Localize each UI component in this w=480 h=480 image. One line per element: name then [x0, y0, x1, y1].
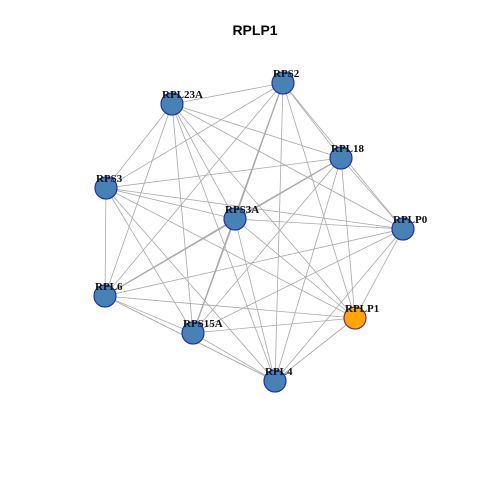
edge-rpl18-rplp0: [340, 157, 404, 230]
edge-rpl23a-rpl6: [104, 103, 173, 297]
edge-rpl18-rpl4: [274, 157, 342, 382]
node-label-rpl4: RPL4: [265, 366, 293, 378]
edge-rps3a-rplp1: [234, 218, 356, 319]
edge-rps3a-rpl4: [234, 218, 276, 382]
node-rplp0[interactable]: [391, 217, 415, 241]
edge-rps2-rpl18: [282, 82, 342, 159]
node-label-rpl18: RPL18: [331, 143, 365, 155]
edge-rplp0-rplp1: [354, 228, 404, 319]
node-rpl23a[interactable]: [160, 92, 184, 116]
edge-rplp1-rpl4: [274, 317, 356, 382]
edge-rps2-rps3: [105, 82, 284, 189]
node-rps3a[interactable]: [223, 207, 247, 231]
edge-rps15a-rplp1: [192, 317, 356, 334]
edge-rps2-rpl6: [104, 82, 284, 297]
edge-rpl23a-rplp1: [171, 103, 356, 319]
node-rps2[interactable]: [271, 71, 295, 95]
edge-rpl23a-rps15a: [171, 103, 194, 334]
node-rpl6[interactable]: [93, 284, 117, 308]
edge-rpl6-rps15a: [104, 295, 194, 334]
edge-rpl18-rps3: [105, 157, 342, 189]
edge-rpl23a-rps3: [105, 103, 173, 189]
node-label-rps2: RPS2: [273, 68, 300, 80]
node-label-rps3: RPS3: [96, 173, 123, 185]
edge-rps3-rps3a: [105, 187, 236, 220]
node-rpl4[interactable]: [263, 369, 287, 393]
edge-rplp0-rpl6: [104, 228, 404, 297]
edge-rpl18-rplp1: [340, 157, 356, 319]
edge-rps2-rpl23a: [171, 82, 284, 105]
edge-rps15a-rpl4: [192, 332, 276, 382]
edge-rps2-rpl4: [274, 82, 284, 382]
node-rpl18[interactable]: [329, 146, 353, 170]
node-layer: [93, 71, 415, 393]
edge-rps3-rpl4: [105, 187, 276, 382]
node-label-rps3a: RPS3A: [225, 204, 259, 216]
edge-rpl23a-rplp0: [171, 103, 404, 230]
edge-rplp0-rps15a: [192, 228, 404, 334]
node-label-rplp1: RPLP1: [345, 303, 379, 315]
node-label-rpl6: RPL6: [95, 281, 123, 293]
edge-rps3-rps15a: [105, 187, 194, 334]
edge-rpl23a-rpl4: [171, 103, 276, 382]
node-rplp1[interactable]: [343, 306, 367, 330]
edge-rpl23a-rps3a: [171, 103, 236, 220]
edge-rpl6-rpl18: [104, 157, 342, 297]
edge-rps2-rplp1: [282, 82, 356, 319]
edge-rps3a-rplp0: [234, 218, 404, 230]
edge-rpl23a-rpl18: [171, 103, 342, 159]
node-label-rpl23a: RPL23A: [162, 89, 203, 101]
edge-rpl6-rplp1: [104, 295, 356, 319]
node-label-rps15a: RPS15A: [183, 318, 223, 330]
edge-rps3-rplp1: [105, 187, 356, 319]
edge-layer: [104, 82, 404, 382]
edge-rplp0-rpl4: [274, 228, 404, 382]
node-rps15a[interactable]: [181, 321, 205, 345]
node-rps3[interactable]: [94, 176, 118, 200]
edge-rps3-rpl6: [104, 187, 107, 297]
diagram-title: RPLP1: [232, 22, 277, 38]
node-label-rplp0: RPLP0: [393, 214, 428, 226]
